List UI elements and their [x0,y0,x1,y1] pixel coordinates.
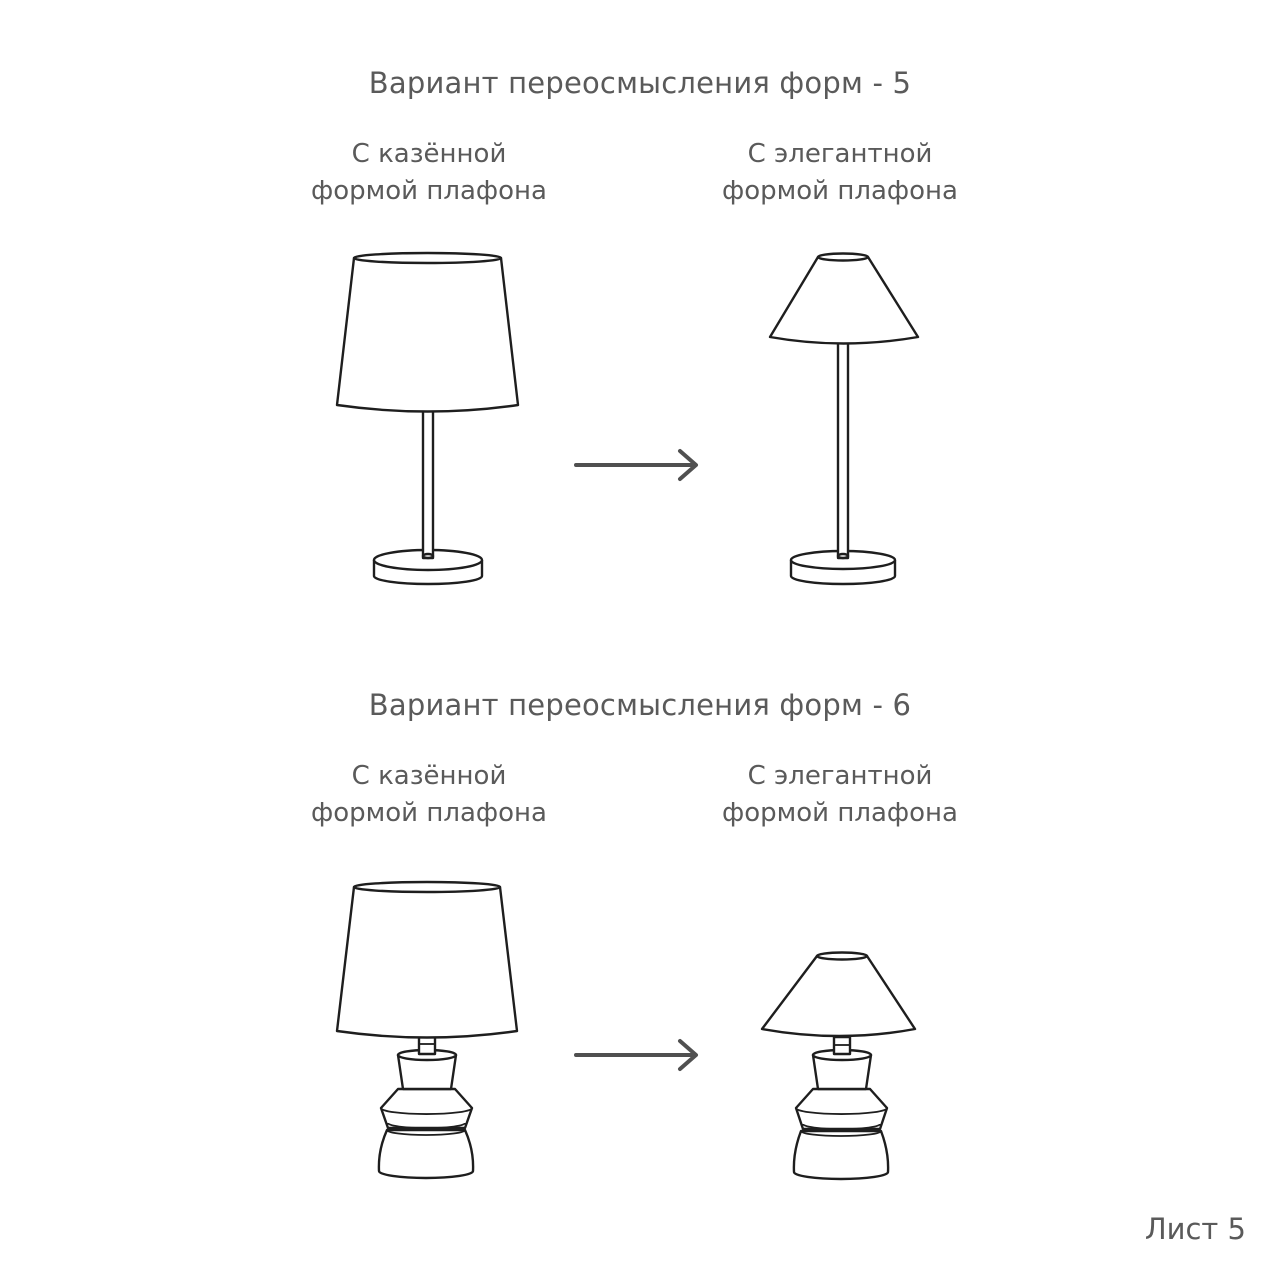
sheet-label: Лист 5 [1144,1212,1246,1246]
lamp-base-bottom [377,1128,475,1180]
section-6-right-caption: С элегантной формой плафона [680,758,1000,832]
caption-line: формой плафона [311,798,547,828]
caption-line: формой плафона [311,176,547,206]
arrow-right-icon [574,449,698,481]
arrow-5 [574,449,698,481]
lamp-base-middle [379,1087,474,1130]
lamp-5-before [335,251,520,586]
section-6-left-caption: С казённой формой плафона [269,758,589,832]
lamp-stem [421,407,435,560]
caption-line: формой плафона [722,176,958,206]
lamp-shade [760,954,917,1038]
lamp-6-before [335,880,519,1180]
lamp-shade [335,885,519,1039]
lamp-shade [768,255,920,345]
lamp-6-after [760,951,917,1181]
lamp-stem-foot [421,552,435,560]
lamp-shade-top [352,880,502,894]
arrow-6 [574,1039,698,1071]
lamp-shade-top [352,251,503,265]
caption-line: формой плафона [722,798,958,828]
lamp-5-after [768,252,920,586]
lamp-stem-foot [836,552,850,560]
caption-line: С элегантной [747,761,933,791]
caption-line: С казённой [351,761,507,791]
lamp-shade [335,256,520,413]
section-5-title: Вариант переосмысления форм - 5 [368,66,912,100]
arrow-right-icon [574,1039,698,1071]
lamp-base-bottom [792,1129,890,1181]
section-6-title: Вариант переосмысления форм - 6 [368,688,912,722]
section-5-left-caption: С казённой формой плафона [269,136,589,210]
section-5-right-caption: С элегантной формой плафона [680,136,1000,210]
lamp-shade-top [816,252,870,262]
caption-line: С элегантной [747,139,933,169]
lamp-base-middle [794,1087,889,1131]
caption-line: С казённой [351,139,507,169]
lamp-shade-top [815,951,869,961]
lamp-stem [836,340,850,560]
